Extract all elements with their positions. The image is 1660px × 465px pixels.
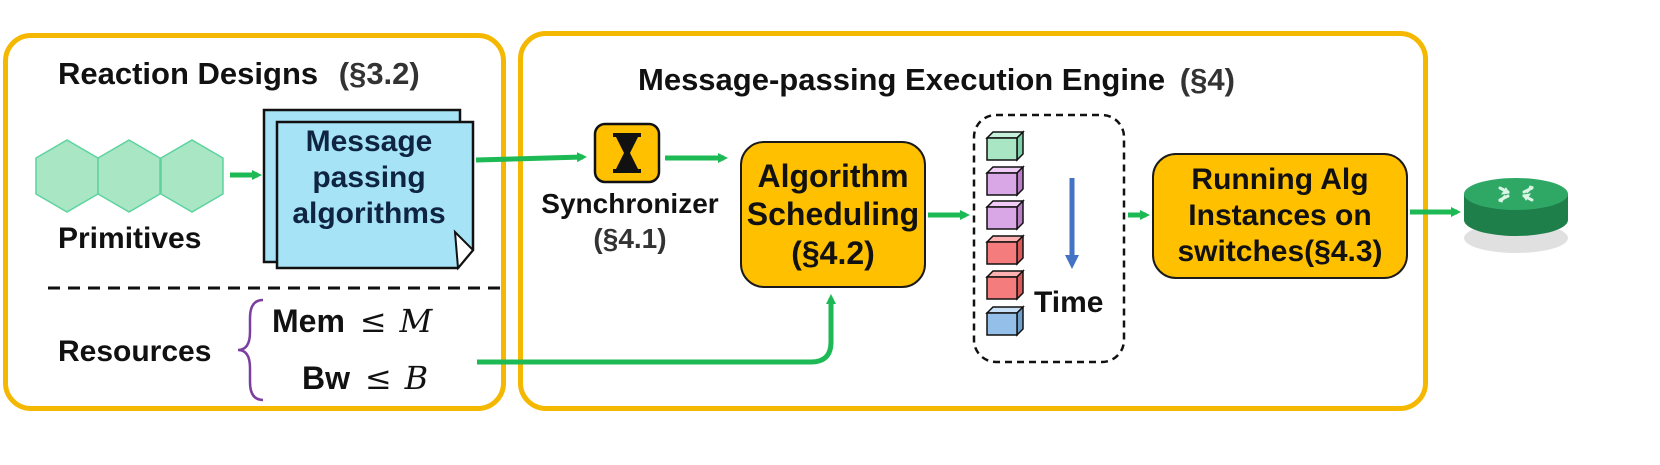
synchronizer-ref: (§4.1) xyxy=(593,223,667,254)
doc-line: algorithms xyxy=(292,197,446,230)
algorithm-scheduling-box: Algorithm Scheduling (§4.2) xyxy=(740,141,926,288)
mem-leq-symbol: ≤ xyxy=(359,302,387,340)
cube-icon xyxy=(985,234,1025,266)
cube-icon xyxy=(985,199,1025,231)
mem-variable: M xyxy=(399,302,433,340)
bw-label: Bw xyxy=(302,360,350,396)
resources-label: Resources xyxy=(58,335,212,368)
running-line: switches(§4.3) xyxy=(1177,235,1383,268)
doc-line: Message xyxy=(305,125,433,158)
synchronizer-text: Synchronizer xyxy=(541,188,719,219)
scheduling-line: Scheduling xyxy=(746,196,920,233)
scheduling-line: (§4.2) xyxy=(791,234,875,271)
document-stack-icon xyxy=(262,108,475,271)
message-passing-algorithms-label: Message passing algorithms xyxy=(277,124,461,232)
cube-icon xyxy=(985,130,1025,162)
bw-variable: B xyxy=(404,359,429,397)
reaction-designs-title-ref: (§3.2) xyxy=(338,56,420,91)
hourglass-icon xyxy=(593,122,661,184)
cube-icon xyxy=(985,305,1025,337)
hexagon-icon xyxy=(97,139,161,213)
cube-icon xyxy=(985,165,1025,197)
time-queue-box xyxy=(972,113,1126,364)
execution-engine-title-ref: (§4) xyxy=(1179,62,1235,97)
primitives-hexagons xyxy=(35,139,224,213)
reaction-designs-panel xyxy=(3,33,506,411)
bw-leq-symbol: ≤ xyxy=(364,359,392,397)
execution-engine-title: Message-passing Execution Engine (§4) xyxy=(638,64,1235,95)
time-label: Time xyxy=(1034,286,1104,319)
doc-line: passing xyxy=(312,161,426,194)
cube-icon xyxy=(985,269,1025,301)
reaction-designs-title-text: Reaction Designs xyxy=(58,56,319,91)
arrow-resources-to-scheduling xyxy=(477,294,836,365)
reaction-designs-title: Reaction Designs (§3.2) xyxy=(58,58,420,89)
mem-label: Mem xyxy=(272,303,345,339)
resources-brace xyxy=(237,298,264,402)
hexagon-icon xyxy=(160,139,224,213)
running-alg-instances-box: Running Alg Instances on switches(§4.3) xyxy=(1152,153,1408,279)
router-icon xyxy=(1464,178,1568,253)
execution-engine-title-text: Message-passing Execution Engine xyxy=(638,62,1166,97)
primitives-label: Primitives xyxy=(58,222,202,255)
queued-cubes xyxy=(985,130,1025,337)
running-line: Instances on xyxy=(1188,199,1372,232)
synchronizer-label: Synchronizer (§4.1) xyxy=(522,186,738,256)
hexagon-icon xyxy=(35,139,99,213)
running-line: Running Alg xyxy=(1191,163,1369,196)
scheduling-line: Algorithm xyxy=(757,157,909,194)
bw-constraint: Bw ≤ B xyxy=(302,362,428,394)
execution-engine-panel xyxy=(518,31,1428,411)
mem-constraint: Mem ≤ M xyxy=(272,305,432,337)
arrow-docs-to-synchronizer xyxy=(475,152,587,163)
